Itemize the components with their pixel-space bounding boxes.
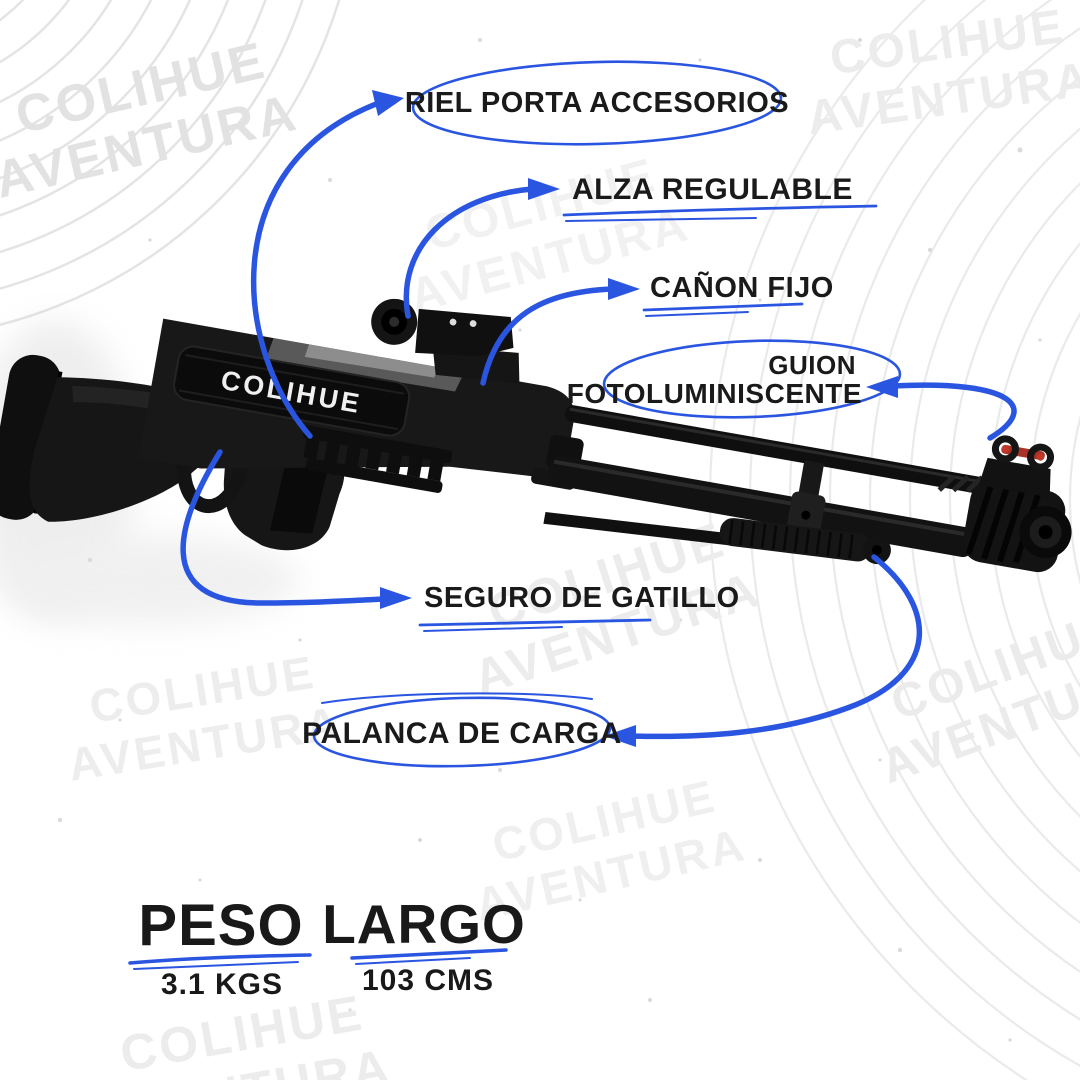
spec-largo-name: LARGO [322,893,526,955]
guion-ellipse [602,339,902,419]
canon-underline-2 [645,311,749,317]
watermark: COLIHUE AVENTURA [0,31,304,209]
rear-sight-dot [469,320,477,327]
spec-largo-underline-2 [355,957,471,965]
alza-arrowhead [528,178,560,200]
riel-arrowhead [372,90,404,116]
alza-label: ALZA REGULABLE [572,173,853,206]
fiber-optic-dot [1036,453,1045,461]
tube-highlight [553,459,973,538]
lever-knob-hole [871,545,882,556]
palanca-curve [627,554,922,740]
canon-label: CAÑON FIJO [650,270,834,304]
front-sight [978,435,1055,498]
palanca-ellipse [312,696,612,768]
watermark: COLIHUE AVENTURA [804,0,1080,145]
callout-palanca: PALANCA DE CARGA [302,554,922,768]
callout-guion: GUION FOTOLUMINISCENTE [567,339,1017,441]
spec-largo-underline [350,948,508,960]
barrel-highlight [569,407,1002,487]
spec-peso-name: PESO [138,893,303,958]
guion-label-line2: FOTOLUMINISCENTE [567,378,862,409]
spec-peso-underline [128,953,312,965]
receiver-top-glint2 [304,344,439,378]
annotations: RIEL PORTA ACCESORIOS ALZA REGULABLE CAÑ… [180,60,1017,768]
accessory-rail [303,425,453,493]
canon-underline [642,302,804,312]
guion-arrowhead [866,376,898,398]
spec-peso-value: 3.1 KGS [161,968,283,1001]
palanca-arrowhead [604,725,636,747]
palanca-ellipse-stroke2 [321,692,593,704]
muzzle-brake [937,474,1072,573]
alza-curve [403,186,535,319]
fiber-optic-dot [1001,445,1010,453]
callout-seguro: SEGURO DE GATILLO [180,449,740,632]
guion-curve [891,382,1017,441]
spec-largo-value: 103 CMS [362,964,494,997]
riel-curve [250,101,379,439]
callout-alza: ALZA REGULABLE [403,173,878,319]
rifle-illustration: COLIHUE [0,298,1072,573]
seguro-label: SEGURO DE GATILLO [424,582,740,614]
seguro-arrowhead [380,587,412,609]
canon-arrowhead [608,278,640,300]
rear-sight [371,298,520,384]
rear-sight-dot [449,318,457,326]
riel-ellipse [411,60,783,146]
seguro-underline [418,618,652,627]
cocking-lever [543,511,747,548]
spec-largo: LARGO 103 CMS [322,893,526,997]
callout-riel: RIEL PORTA ACCESORIOS [250,60,789,439]
specs: PESO 3.1 KGS LARGO 103 CMS [128,893,526,1001]
callout-canon: CAÑON FIJO [480,270,834,386]
alza-underline [562,204,878,217]
alza-underline-2 [565,217,757,222]
spec-peso-underline-2 [133,961,299,970]
collar-screw [801,510,811,520]
seguro-curve [180,449,387,606]
lever-handle [719,518,872,562]
guion-label-line1: GUION [768,350,856,380]
canon-curve [480,286,615,386]
seguro-underline-2 [423,626,563,632]
grip-checkering [270,450,328,534]
riel-label: RIEL PORTA ACCESORIOS [405,87,789,119]
spec-peso: PESO 3.1 KGS [128,893,312,1001]
palanca-label: PALANCA DE CARGA [302,717,622,750]
